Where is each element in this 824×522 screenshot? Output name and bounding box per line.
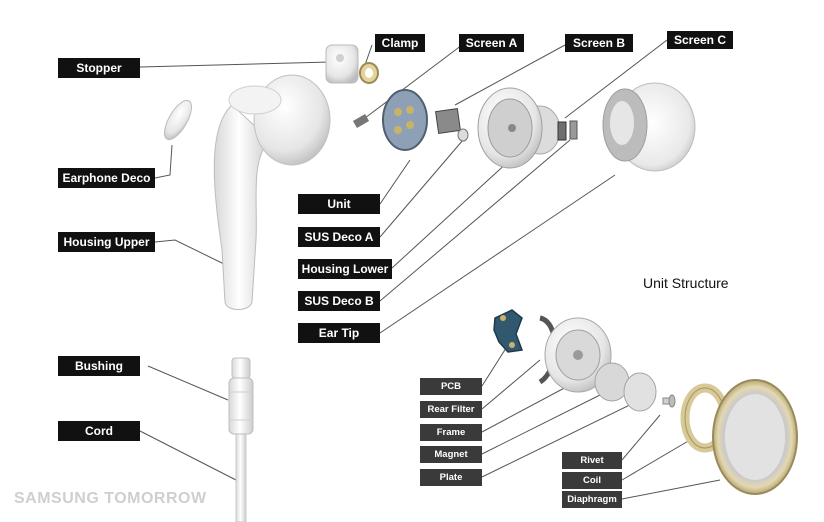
label-stopper: Stopper [58,58,140,78]
housing-lower-part [477,87,561,169]
screen-c-part [569,120,578,140]
label-screen-b: Screen B [565,34,633,52]
leader-lines [139,39,721,500]
label-sus-deco-b: SUS Deco B [298,291,380,311]
label-plate: Plate [420,469,482,486]
label-housing-lower: Housing Lower [298,259,392,279]
label-screen-a: Screen A [459,34,524,52]
label-clamp: Clamp [375,34,425,52]
frame-part [544,317,612,393]
label-frame: Frame [420,424,482,441]
label-pcb: PCB [420,378,482,395]
stopper-part [325,44,359,84]
label-diaphragm: Diaphragm [562,491,622,508]
label-unit: Unit [298,194,380,214]
label-sus-deco-a: SUS Deco A [298,227,380,247]
sus-deco-a-part [435,108,461,134]
bushing-part [228,357,254,435]
plate-part [623,372,657,412]
label-earphone-deco: Earphone Deco [58,168,155,188]
unit-structure-title: Unit Structure [643,275,729,291]
label-magnet: Magnet [420,446,482,463]
label-coil: Coil [562,472,622,489]
rivet-part [662,394,676,408]
label-rivet: Rivet [562,452,622,469]
label-bushing: Bushing [58,356,140,376]
ear-tip-part [602,82,696,172]
housing-upper-part [213,74,331,310]
label-housing-upper: Housing Upper [58,232,155,252]
diaphragm-part [712,379,798,495]
clamp-part [359,62,379,84]
label-rear-filter: Rear Filter [420,401,482,418]
unit-part [382,89,428,151]
sus-deco-b-part [557,121,567,141]
label-ear-tip: Ear Tip [298,323,380,343]
pcb-part [493,309,524,353]
screen-a-part [352,114,370,128]
label-screen-c: Screen C [667,31,733,49]
earphone-deco-part [164,99,192,141]
label-cord: Cord [58,421,140,441]
watermark: SAMSUNG TOMORROW [14,490,207,507]
